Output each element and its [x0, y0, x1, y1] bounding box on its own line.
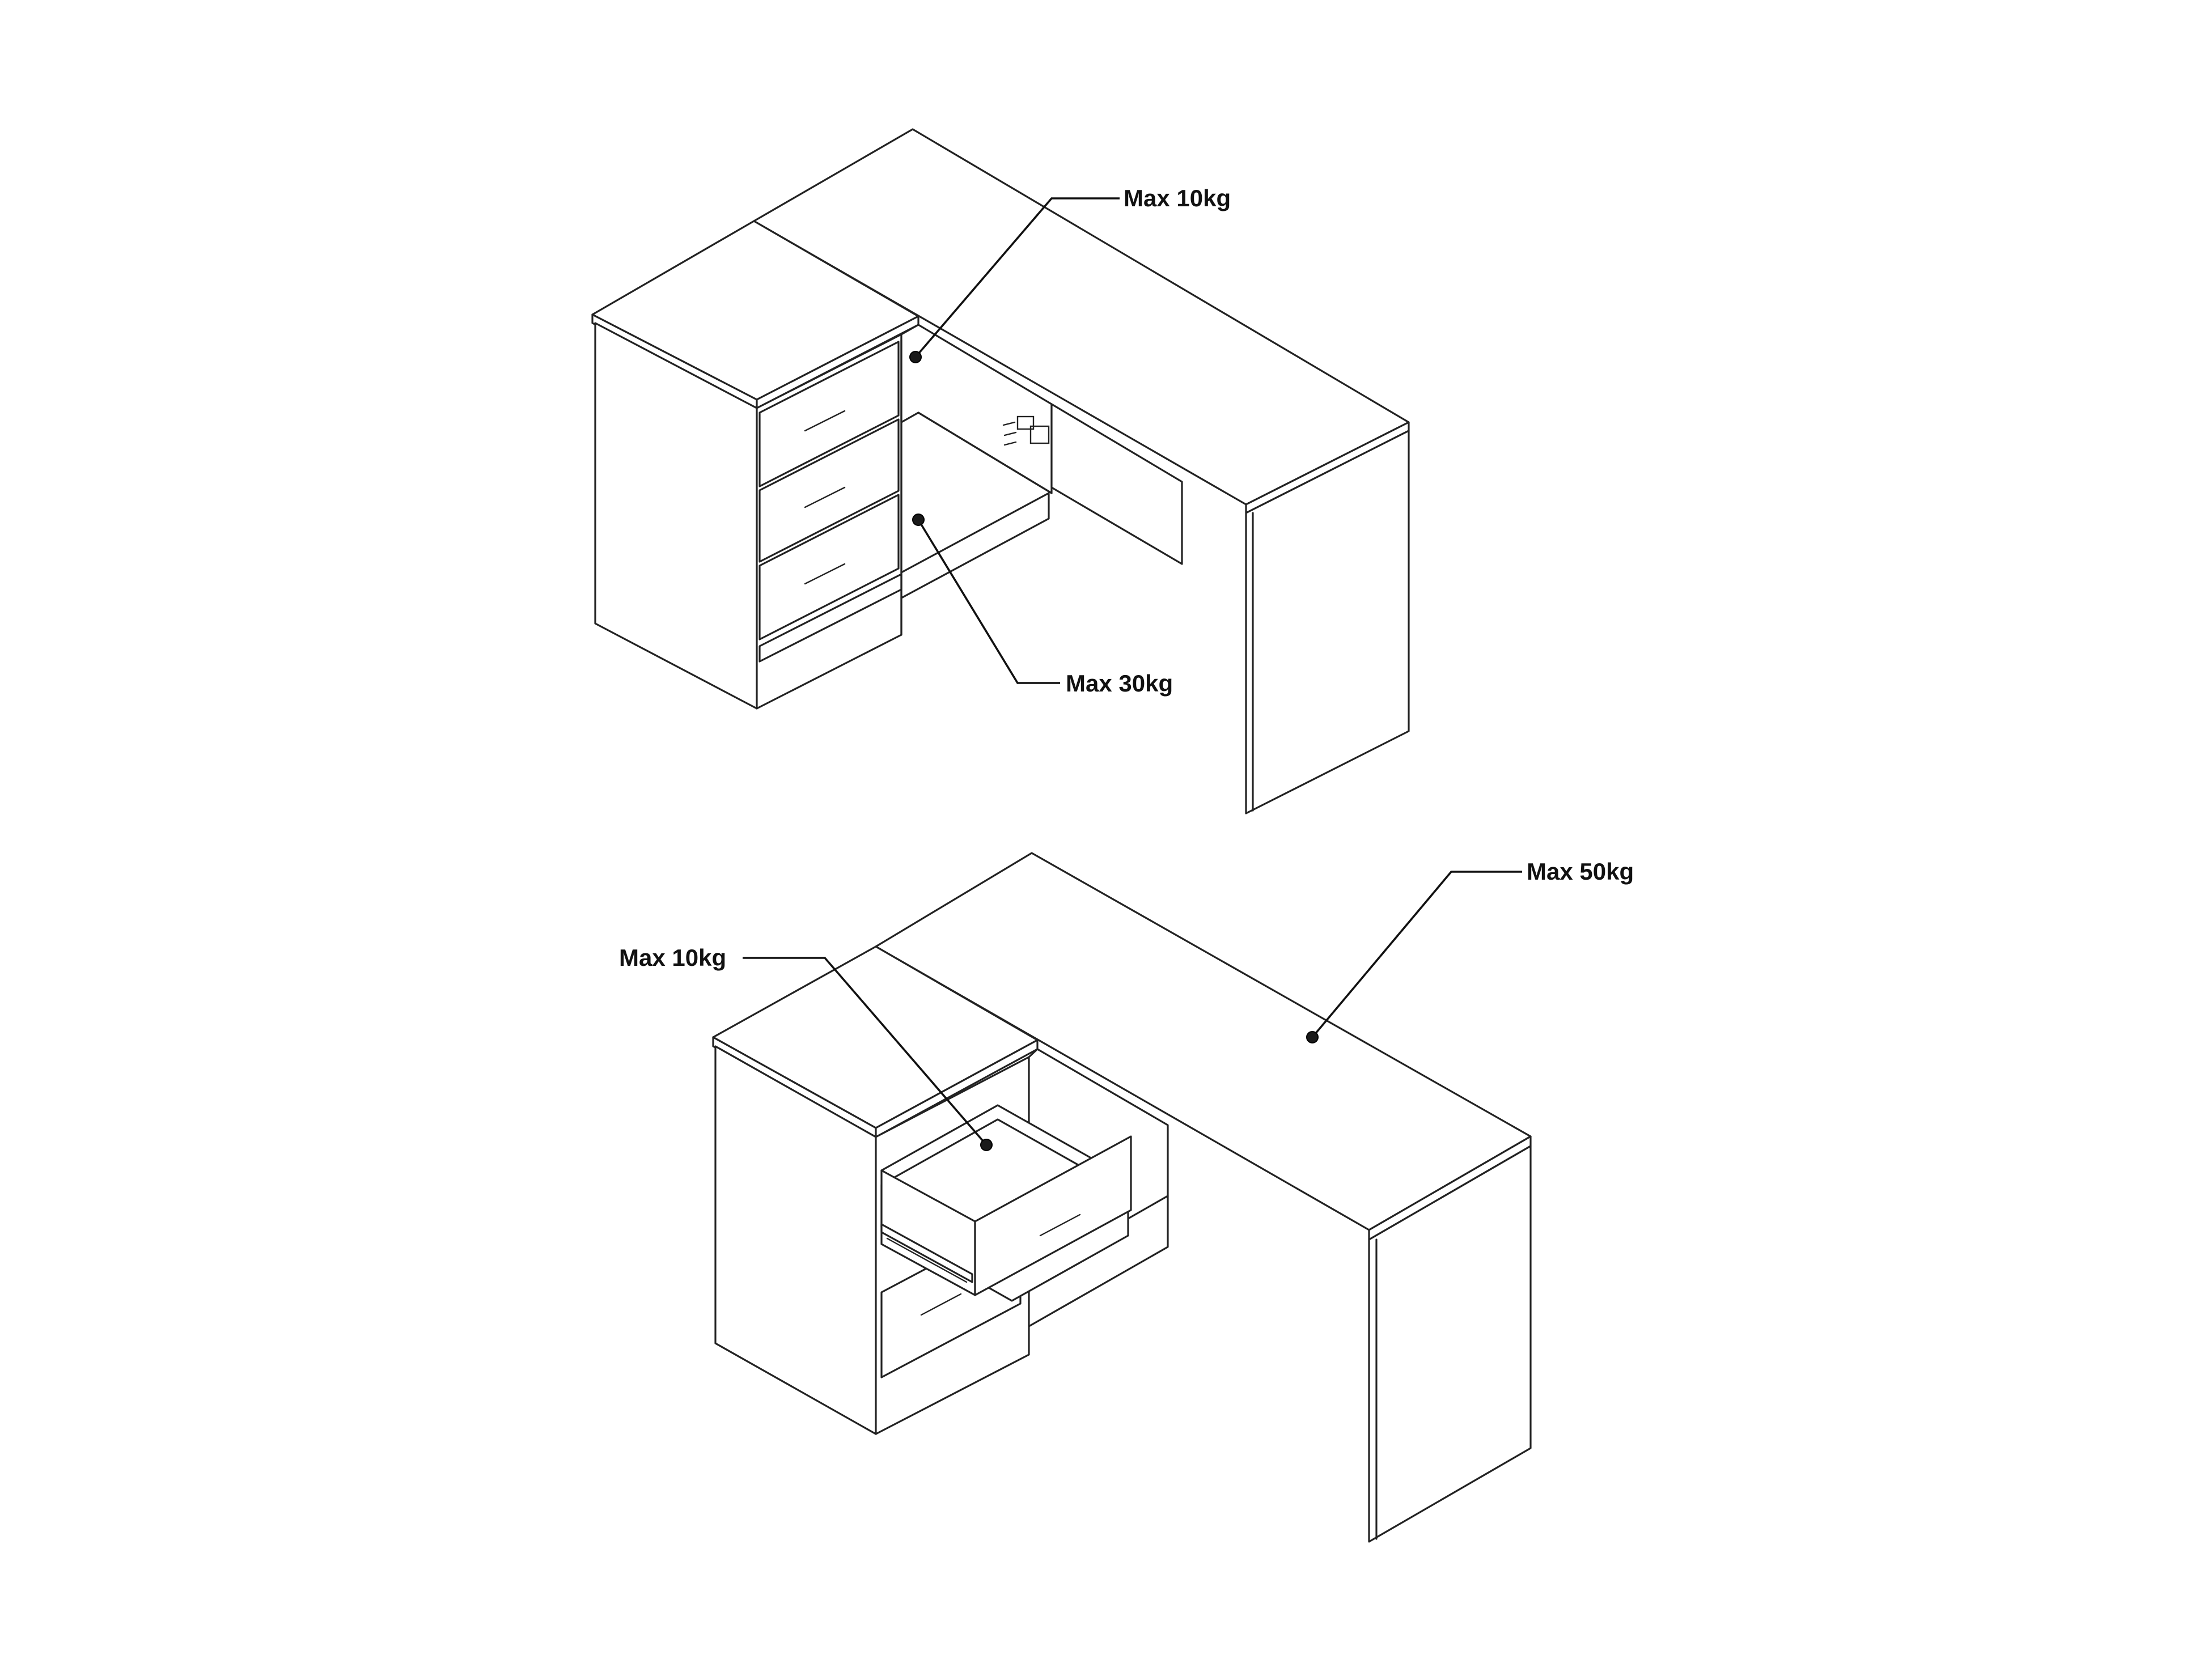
compartment-bottom [900, 492, 1050, 599]
callout-bottom-desktop: Max 50kg [1306, 858, 1634, 1043]
desk-leg-right [1245, 430, 1410, 814]
drawer-3 [758, 494, 900, 640]
drawer-2 [758, 418, 900, 563]
load-point-marker [1306, 1031, 1319, 1043]
hinge-hardware [1002, 415, 1050, 446]
drawer-1-handle [804, 410, 846, 432]
desk-leg-right [1368, 1145, 1532, 1543]
open-drawer-handle [1039, 1214, 1081, 1237]
desk-view-open-drawer [712, 852, 1532, 1543]
modesty-panel [1050, 403, 1183, 565]
load-point-marker [912, 514, 925, 526]
drawer-lower-handle [920, 1293, 962, 1316]
callout-top-shelf: Max 10kg [909, 185, 1231, 363]
open-drawer-front [974, 1135, 1132, 1296]
load-point-marker [980, 1139, 993, 1151]
callout-label-top-shelf: Max 10kg [1124, 185, 1231, 211]
load-point-marker [909, 351, 922, 363]
compartment-shelf-line [917, 411, 1053, 494]
drawer-slide-detail [886, 1237, 968, 1283]
drawer-2-handle [804, 486, 846, 508]
drawer-3-handle [804, 563, 846, 585]
desk-view-closed-drawers [591, 128, 1410, 814]
callout-label-top-compartment: Max 30kg [1066, 670, 1173, 697]
callout-top-compartment: Max 30kg [912, 514, 1173, 697]
drawer-1 [758, 341, 900, 487]
callout-bottom-drawer: Max 10kg [619, 944, 993, 1151]
callout-label-bottom-desktop: Max 50kg [1527, 858, 1634, 885]
callout-label-bottom-drawer: Max 10kg [619, 944, 726, 971]
drawer-slide-rail [880, 1223, 973, 1283]
